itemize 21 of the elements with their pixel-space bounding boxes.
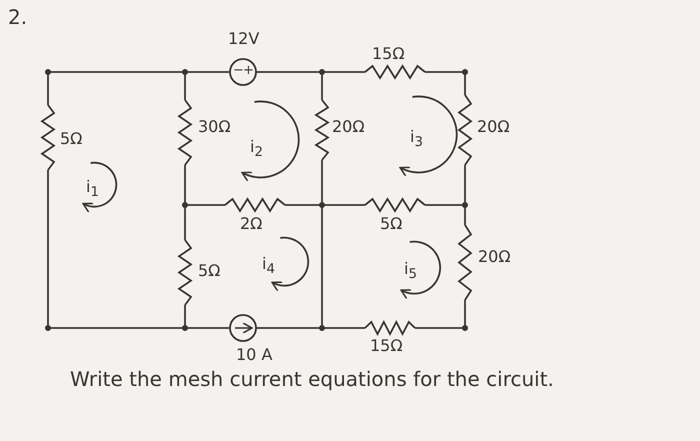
resistance-value: 5Ω [380,215,402,233]
problem-number: 2. [8,6,28,28]
polarity-sign: − [233,64,244,78]
resistance-value: 15Ω [370,337,403,355]
mesh-current-label: i$_{1}$ [86,178,99,201]
resistance-value: 20Ω [332,118,365,136]
polarity-sign: + [243,64,254,78]
resistance-value: 30Ω [198,118,231,136]
resistance-value: 15Ω [372,45,405,63]
mesh-current-label: i$_{4}$ [262,255,275,278]
resistance-value: 20Ω [478,248,511,266]
resistance-value: 5Ω [198,262,220,280]
mesh-current-label: i$_{2}$ [250,138,263,161]
mesh-current-label: i$_{5}$ [404,260,417,283]
resistance-value: 20Ω [477,118,510,136]
instruction-text: Write the mesh current equations for the circuit. [70,368,555,390]
mesh-current-label: i$_{3}$ [410,128,423,151]
voltage-value: 12V [228,30,260,48]
resistance-value: 2Ω [240,215,262,233]
current-value: 10 A [236,346,272,364]
resistance-value: 5Ω [60,130,82,148]
